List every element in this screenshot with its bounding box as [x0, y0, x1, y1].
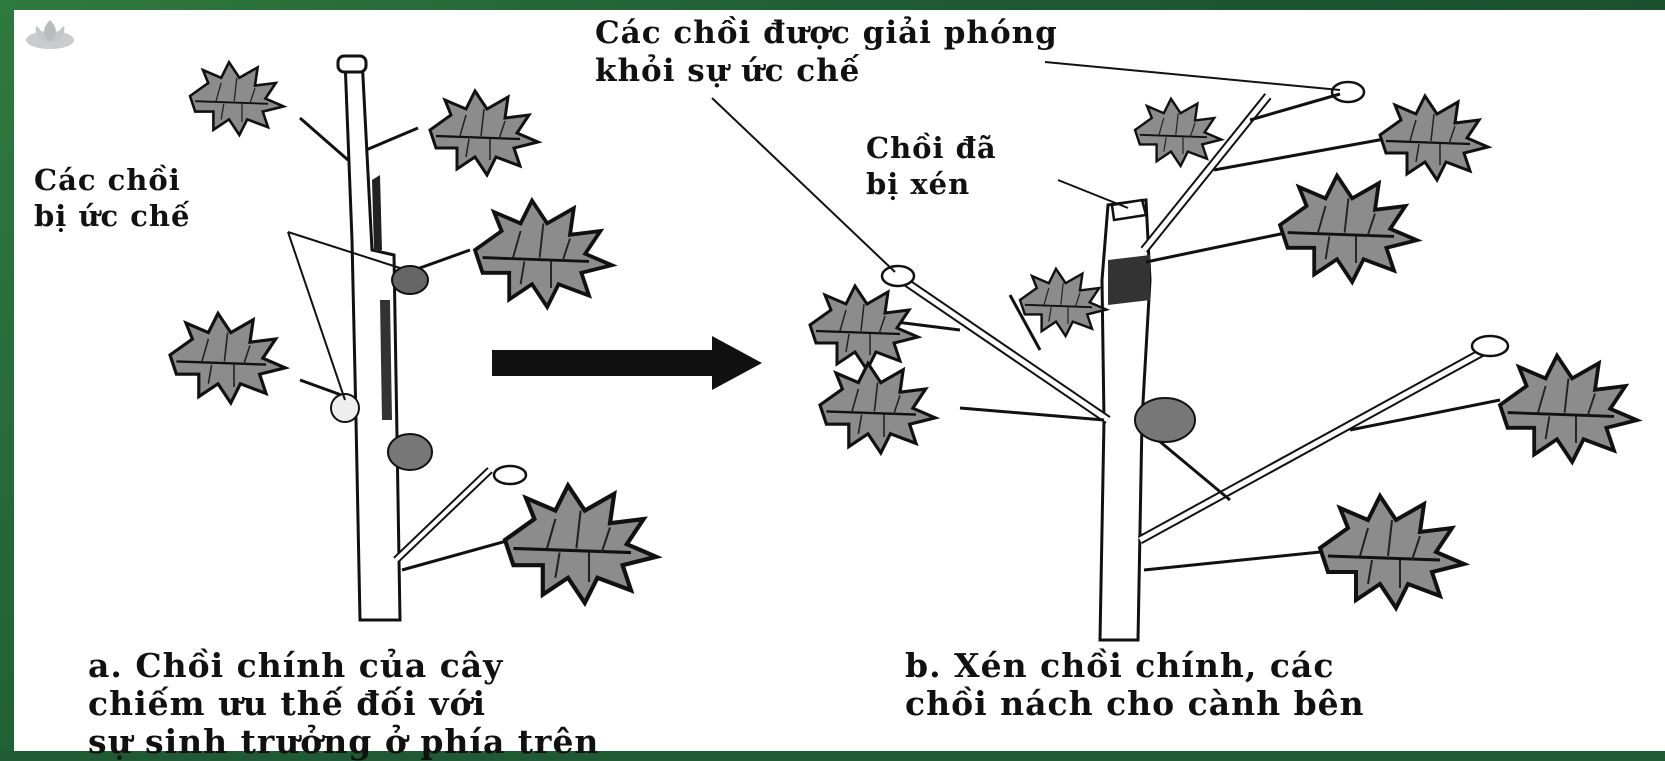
plant-a — [170, 56, 656, 620]
caption-a: a. Chồi chính của cây chiếm ưu thế đối v… — [88, 647, 599, 761]
cut-bud-label: Chồi đã bị xén — [866, 130, 997, 202]
released-buds-label: Các chồi được giải phóng khỏi sự ức chế — [595, 14, 1058, 90]
inhibited-buds-label: Các chồi bị ức chế — [34, 162, 190, 234]
plant-b — [712, 62, 1637, 640]
arrow-right-icon — [492, 336, 762, 390]
caption-b: b. Xén chồi chính, các chồi nách cho càn… — [905, 647, 1365, 723]
